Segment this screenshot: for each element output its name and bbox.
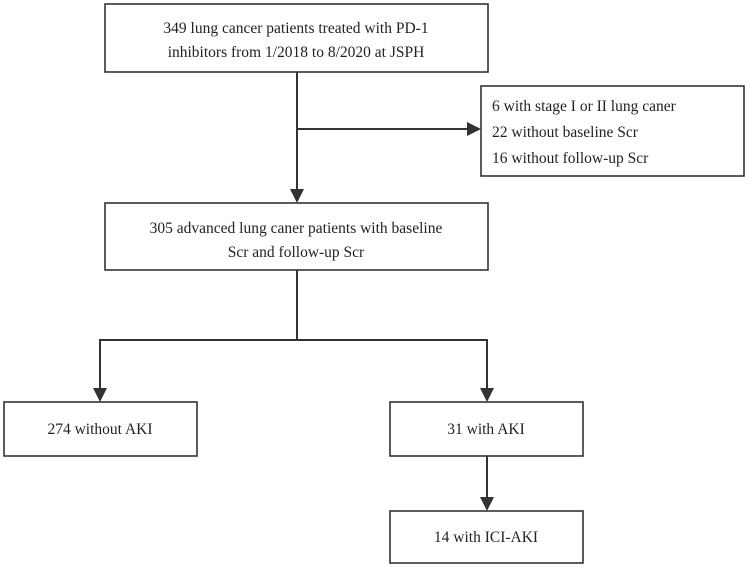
node-advanced-line-2: Scr and follow-up Scr — [228, 244, 365, 261]
edges — [93, 72, 494, 511]
node-enrolled: 349 lung cancer patients treated with PD… — [104, 3, 489, 73]
arrowhead-advanced — [290, 189, 304, 203]
node-advanced-line-1: 305 advanced lung caner patients with ba… — [150, 220, 443, 237]
arrowhead-ici-aki — [480, 497, 494, 511]
node-excluded-line-1: 6 with stage I or II lung caner — [492, 98, 677, 115]
node-excluded-line-3: 16 without follow-up Scr — [492, 150, 649, 167]
arrowhead-no-aki — [93, 388, 107, 402]
node-aki: 31 with AKI — [389, 401, 584, 457]
node-aki-line-1: 31 with AKI — [447, 421, 525, 438]
node-ici-aki-line-1: 14 with ICI-AKI — [434, 529, 538, 546]
node-no-aki-line-1: 274 without AKI — [47, 421, 152, 438]
node-advanced: 305 advanced lung caner patients with ba… — [104, 202, 489, 271]
node-ici-aki: 14 with ICI-AKI — [389, 510, 584, 564]
node-excluded: 6 with stage I or II lung caner 22 witho… — [480, 85, 745, 177]
node-enrolled-line-2: inhibitors from 1/2018 to 8/2020 at JSPH — [168, 44, 425, 61]
node-no-aki: 274 without AKI — [3, 401, 198, 457]
arrowhead-excluded — [467, 122, 481, 136]
node-excluded-line-2: 22 without baseline Scr — [492, 124, 639, 141]
node-enrolled-line-1: 349 lung cancer patients treated with PD… — [163, 20, 428, 37]
arrowhead-aki — [480, 388, 494, 402]
